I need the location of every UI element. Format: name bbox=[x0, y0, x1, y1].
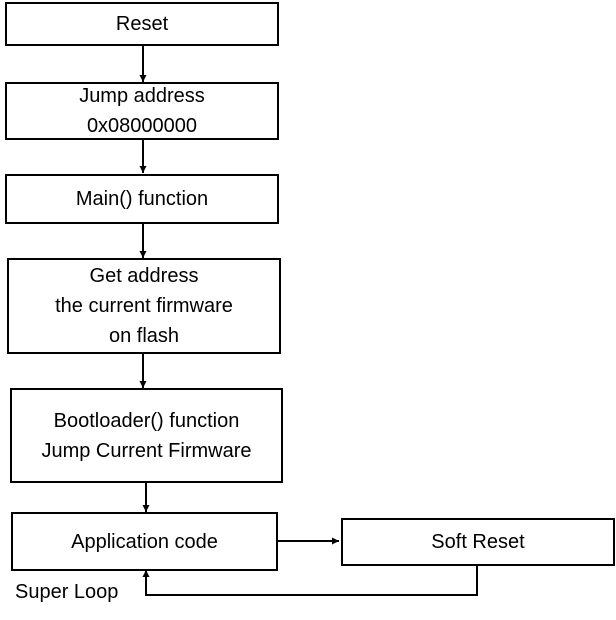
bootloader-function-box: Bootloader() function Jump Current Firmw… bbox=[10, 388, 283, 483]
edge-soft-reset-loop-back bbox=[142, 565, 478, 596]
main-function-label: Main() function bbox=[75, 188, 209, 210]
get-address-box: Get address the current firmware on flas… bbox=[7, 258, 281, 354]
jump-address-label: Jump address bbox=[79, 85, 205, 107]
get-address-line-1: Get address bbox=[89, 265, 199, 287]
get-address-line-3: on flash bbox=[108, 325, 180, 347]
bootloader-line-2: Jump Current Firmware bbox=[41, 439, 252, 462]
jump-address-value: 0x08000000 bbox=[86, 115, 198, 137]
main-function-box: Main() function bbox=[5, 174, 279, 224]
application-code-label: Application code bbox=[71, 530, 218, 553]
soft-reset-box: Soft Reset bbox=[341, 518, 615, 566]
bootloader-line-1: Bootloader() function bbox=[53, 409, 240, 432]
jump-address-box: Jump address 0x08000000 bbox=[5, 82, 279, 140]
get-address-line-2: the current firmware bbox=[55, 295, 233, 317]
reset-box: Reset bbox=[5, 2, 279, 46]
soft-reset-label: Soft Reset bbox=[431, 531, 525, 553]
super-loop-label: Super Loop bbox=[15, 581, 119, 603]
reset-label: Reset bbox=[115, 13, 169, 35]
application-code-box: Application code bbox=[11, 512, 278, 571]
